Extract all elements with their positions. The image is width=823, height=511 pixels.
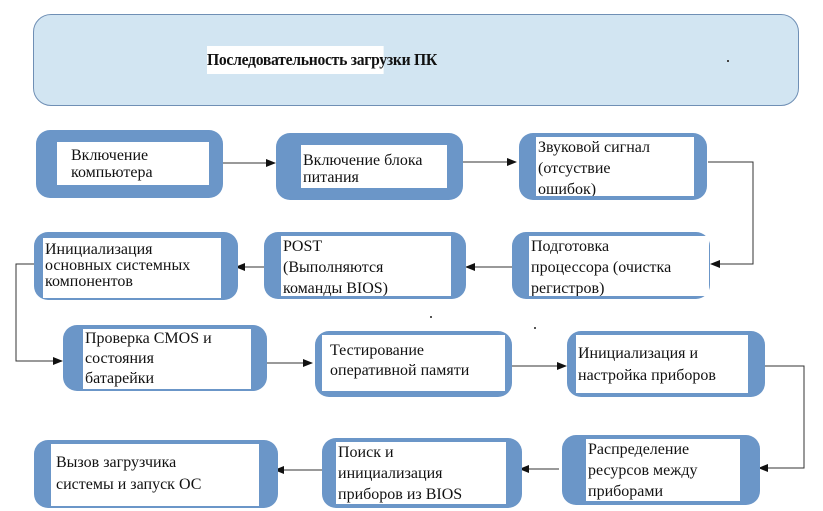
edge-n3-n4: [708, 161, 754, 268]
step-label: Инициализация и настройка приборов: [576, 335, 748, 393]
edge-n6-n7: [15, 263, 63, 365]
step-label: Тестирование оперативной памяти: [322, 335, 505, 391]
step-turn-on-computer: Включение компьютера: [36, 130, 223, 198]
step-label: Включение компьютера: [57, 142, 209, 185]
step-test-ram: Тестирование оперативной памяти: [315, 331, 512, 397]
step-find-bios-devices: Поиск и инициализация приборов из BIOS: [322, 438, 522, 508]
step-label: Проверка CMOS и состояния батарейки: [83, 329, 251, 389]
step-allocate-resources: Распределение ресурсов между приборами: [562, 435, 760, 505]
step-label: Включение блока питания: [301, 145, 447, 188]
step-label: Вызов загрузчика системы и запуск ОС: [51, 444, 259, 506]
stray-dot: [534, 327, 536, 329]
stray-dot: [430, 316, 432, 318]
step-beep-signal: Звуковой сигнал (отсуствие ошибок): [519, 133, 707, 200]
edge-n9-n10: [758, 365, 805, 472]
step-power-supply: Включение блока питания: [276, 133, 463, 200]
step-label: POST (Выполняются команды BIOS): [281, 236, 451, 296]
step-label: Подготовка процессора (очистка регистров…: [529, 236, 709, 296]
step-label: Звуковой сигнал (отсуствие ошибок): [536, 137, 694, 196]
stray-dot: [727, 60, 729, 62]
step-check-cmos-battery: Проверка CMOS и состояния батарейки: [63, 325, 267, 391]
step-init-system-components: Инициализация основных системных компоне…: [34, 232, 238, 300]
step-label: Инициализация основных системных компоне…: [43, 238, 221, 298]
step-prepare-cpu: Подготовка процессора (очистка регистров…: [512, 232, 710, 299]
title-banner: Последовательность загрузки ПК: [33, 14, 799, 106]
step-init-devices: Инициализация и настройка приборов: [567, 331, 765, 397]
step-call-bootloader: Вызов загрузчика системы и запуск ОС: [34, 440, 278, 508]
step-post: POST (Выполняются команды BIOS): [264, 232, 466, 299]
step-label: Поиск и инициализация приборов из BIOS: [336, 442, 506, 504]
step-label: Распределение ресурсов между приборами: [586, 439, 740, 501]
diagram-title: Последовательность загрузки ПК: [207, 46, 437, 74]
